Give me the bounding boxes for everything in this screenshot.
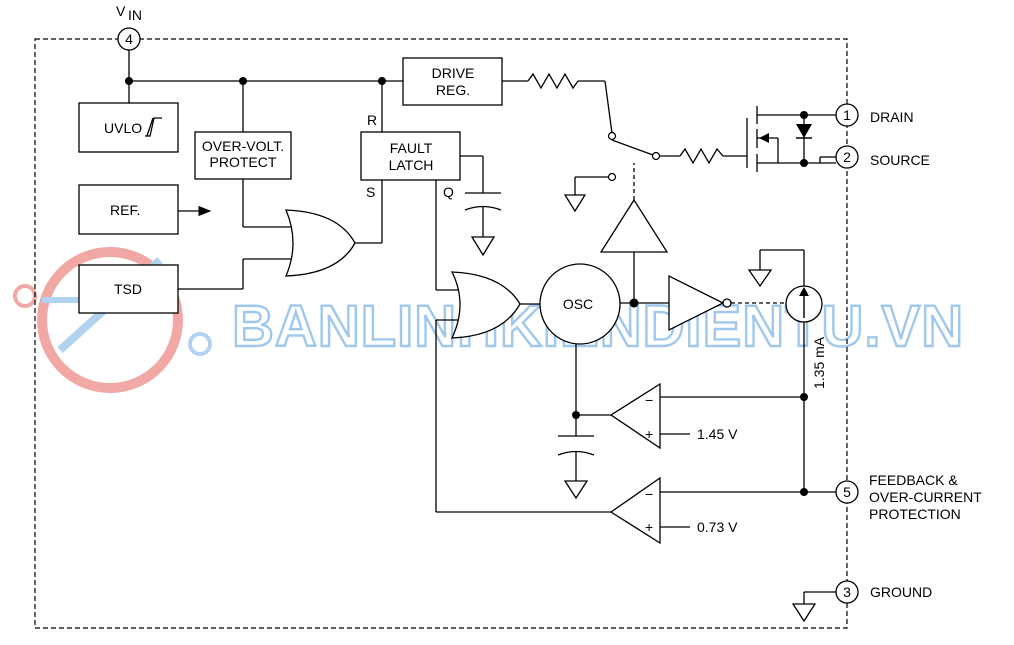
comparator-lower — [609, 476, 661, 545]
ref-voltage-upper: 1.45 V — [697, 426, 738, 442]
uvlo-block — [78, 102, 179, 153]
drain-label: DRAIN — [870, 109, 914, 125]
fault-latch-block — [360, 131, 461, 181]
comp-lower-minus: − — [645, 486, 653, 502]
ground-label: GROUND — [870, 584, 932, 600]
switch-ground-icon — [563, 194, 587, 213]
comparator-upper — [609, 382, 661, 450]
ref-label: REF. — [110, 202, 140, 218]
pin-1-number: 1 — [843, 107, 851, 123]
overvolt-label-1: OVER-VOLT. — [202, 138, 284, 154]
drive-label-2: REG. — [436, 82, 470, 98]
tsd-block — [78, 264, 179, 314]
latch-q-label: Q — [443, 184, 454, 200]
ic-boundary — [34, 38, 848, 629]
or-gate-1 — [285, 209, 356, 277]
fault-label-2: LATCH — [389, 157, 434, 173]
comp-upper-minus: − — [645, 392, 653, 408]
ground-symbols — [470, 194, 817, 623]
current-source-ground-icon — [747, 269, 773, 288]
pin-4-circle — [117, 27, 141, 51]
or-gate-2 — [450, 271, 521, 339]
fault-label-1: FAULT — [390, 140, 433, 156]
wiring — [128, 50, 836, 604]
osc-cap-ground-icon — [563, 480, 589, 500]
drive-reg-block — [402, 57, 503, 106]
pin-1-circle — [835, 103, 859, 127]
vin-label-sub: IN — [128, 7, 142, 23]
drive-label-1: DRIVE — [432, 65, 475, 81]
comp-upper-plus: + — [645, 426, 653, 442]
ref-voltage-lower: 0.73 V — [697, 519, 738, 535]
pin-5-circle — [835, 480, 859, 504]
hysteresis-icon — [145, 117, 162, 137]
current-source-arrowhead — [799, 287, 809, 296]
latch-s-label: S — [366, 184, 375, 200]
feedback-label-1: FEEDBACK & — [869, 472, 958, 488]
switch-contacts — [607, 131, 661, 182]
mosfet-symbol — [759, 124, 812, 143]
vin-label: V — [116, 3, 126, 19]
pin-5-number: 5 — [843, 484, 851, 500]
osc-label: OSC — [563, 296, 593, 312]
oscillator — [539, 263, 621, 345]
latch-r-label: R — [367, 112, 377, 128]
overvolt-label-2: PROTECT — [210, 154, 277, 170]
comp-lower-plus: + — [645, 519, 653, 535]
current-source-label: 1.35 mA — [811, 336, 827, 389]
inverter-triangle — [668, 274, 725, 332]
inverter-bubble — [722, 298, 732, 308]
latch-ground-icon — [470, 236, 496, 257]
pin3-ground-icon — [791, 603, 817, 623]
feedback-label-3: PROTECTION — [869, 506, 961, 522]
feedback-label-2: OVER-CURRENT — [869, 489, 982, 505]
uvlo-label: UVLO — [104, 120, 142, 136]
pin-2-number: 2 — [843, 149, 851, 165]
pin-3-circle — [835, 580, 859, 604]
ref-block — [78, 184, 179, 235]
buffer-triangle — [599, 198, 669, 253]
pin-3-number: 3 — [843, 584, 851, 600]
tsd-label: TSD — [114, 281, 142, 297]
source-label: SOURCE — [870, 152, 930, 168]
overvolt-block — [194, 131, 292, 180]
pin-4-number: 4 — [125, 31, 133, 47]
junction-dots — [125, 77, 808, 496]
